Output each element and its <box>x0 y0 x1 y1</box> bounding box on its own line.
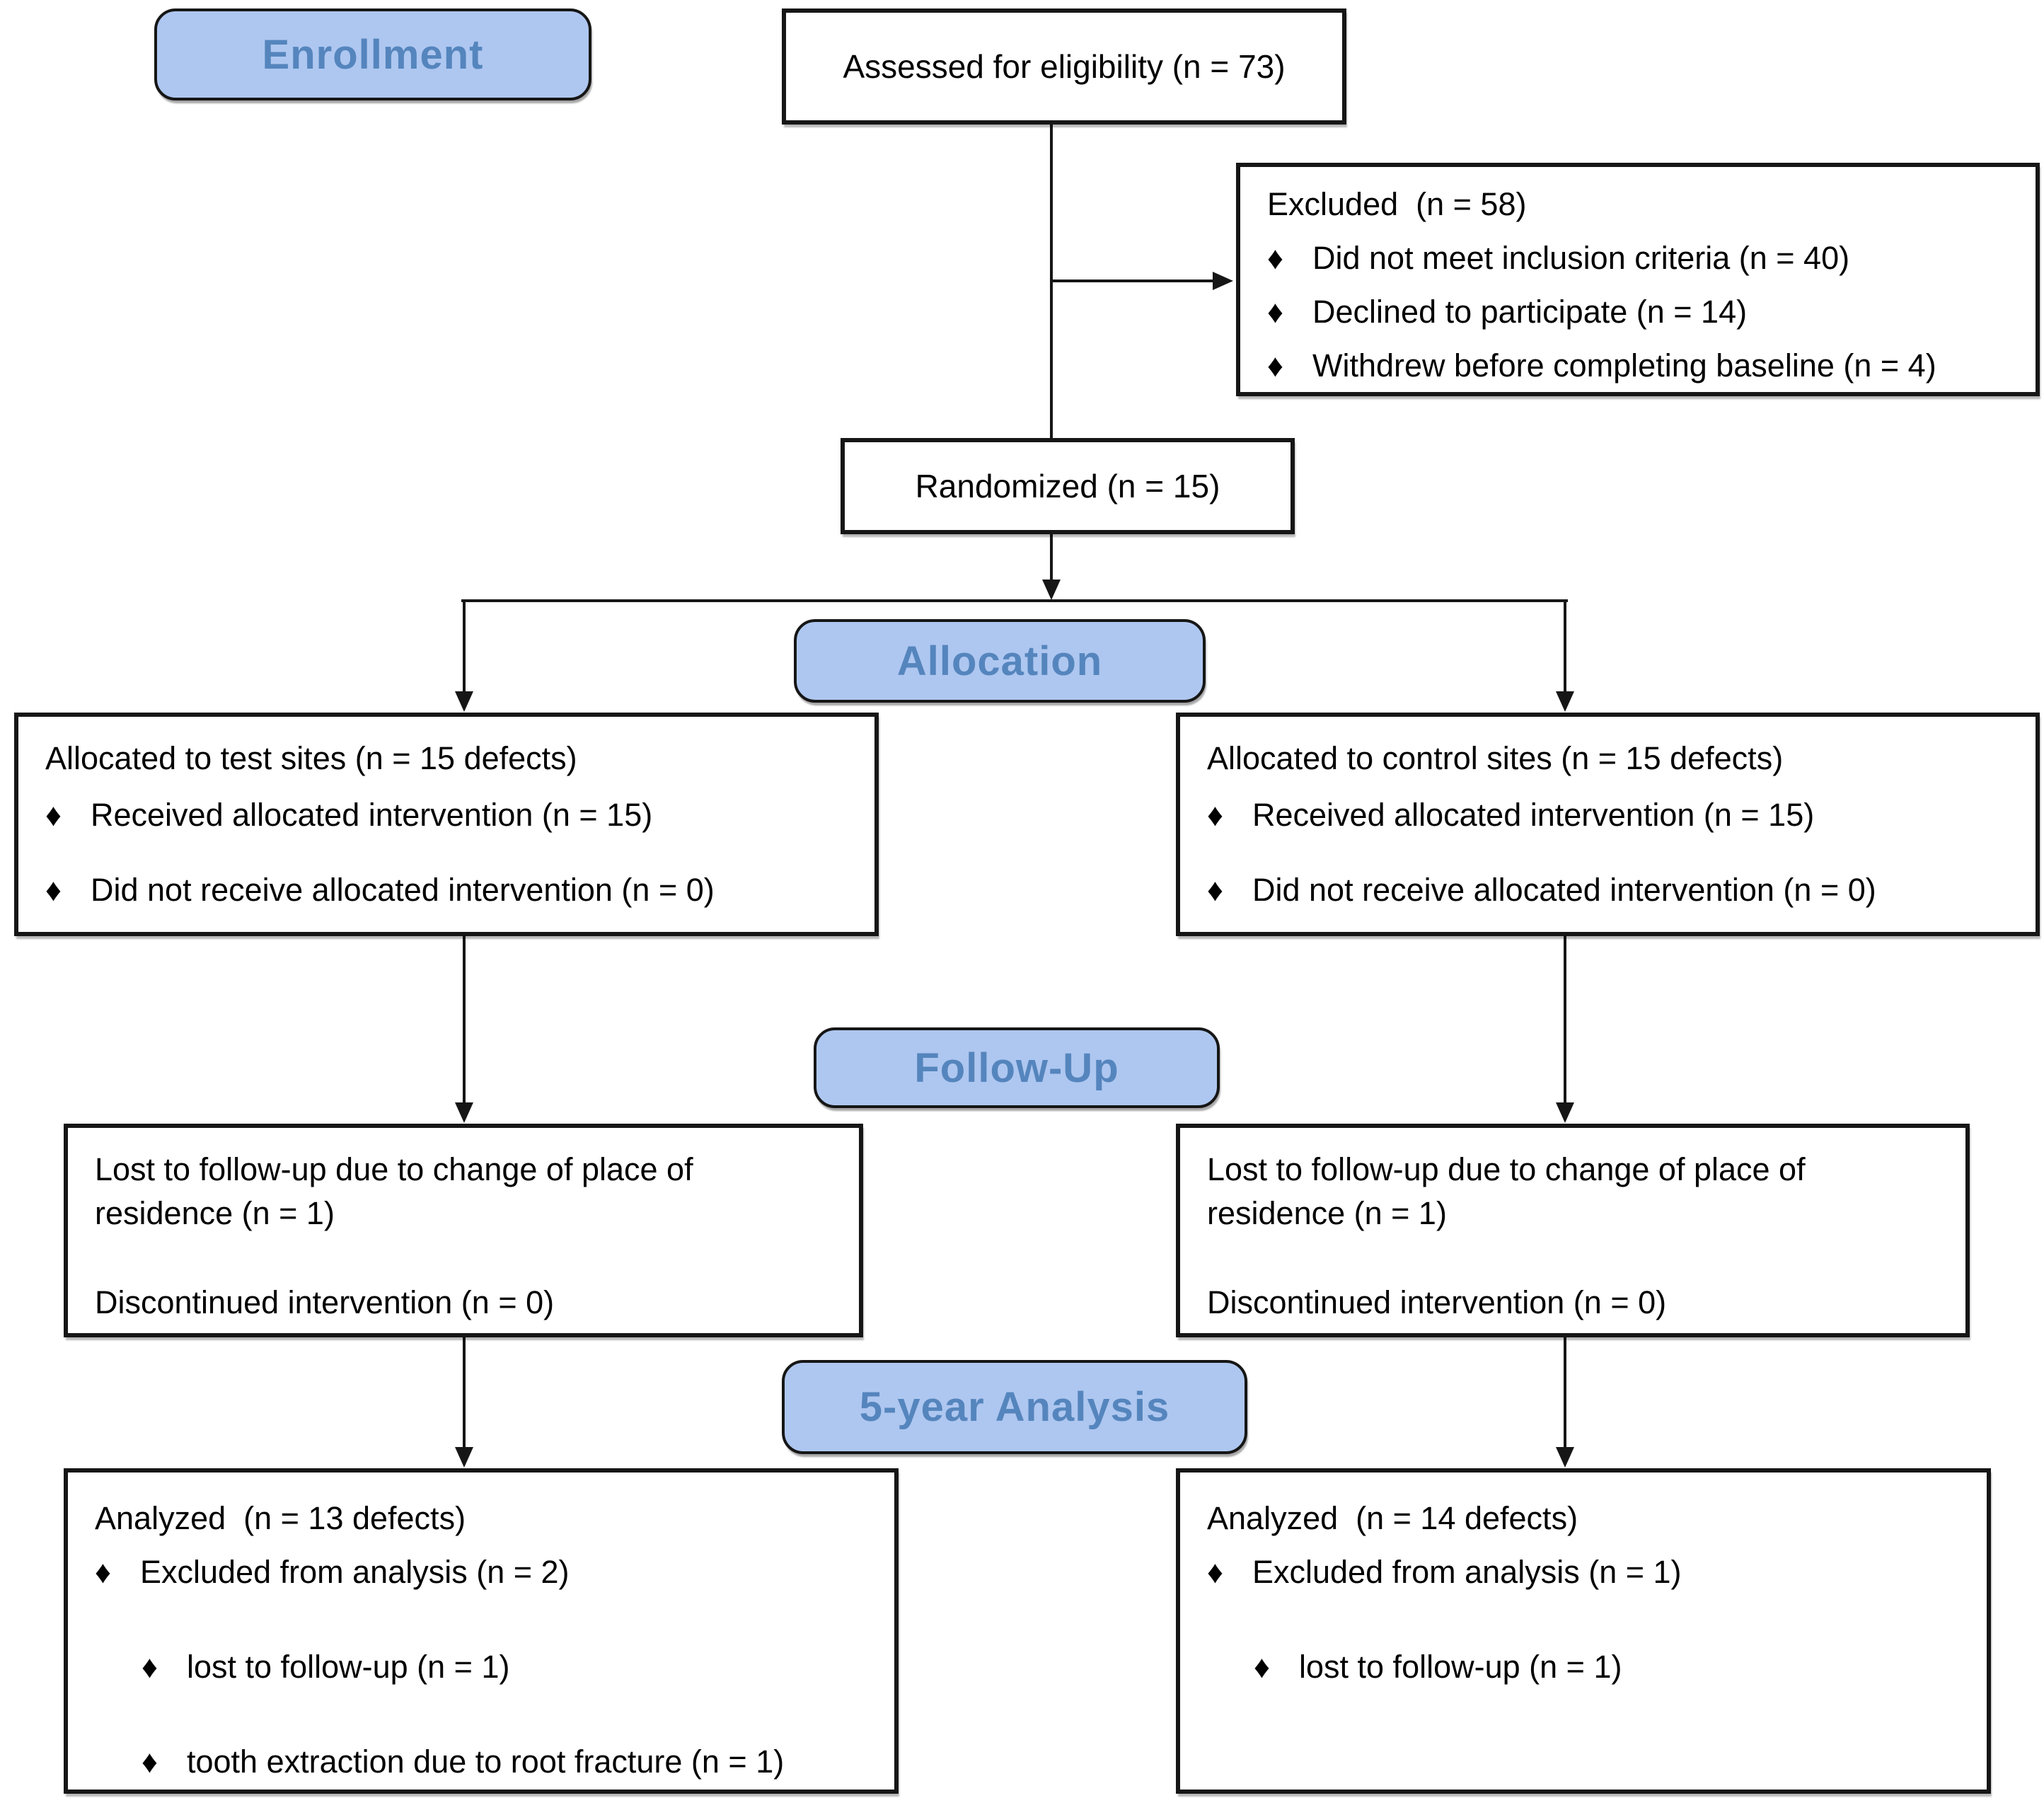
followup-test-lost: Lost to follow-up due to change of place… <box>95 1151 693 1232</box>
box-allocated-control: Allocated to control sites (n = 15 defec… <box>1176 713 2040 936</box>
analyzed-test-bullet-row: ♦ Excluded from analysis (n = 2) <box>95 1550 867 1594</box>
connector-split-to-alloc-test <box>463 602 466 693</box>
alloc-control-bullet-row: ♦ Did not receive allocated intervention… <box>1207 868 2009 912</box>
connector-randomized-to-split <box>1050 534 1053 581</box>
alloc-control-bullet: Received allocated intervention (n = 15) <box>1252 797 1815 834</box>
analyzed-test-sub-bullet-row: ♦ tooth extraction due to root fracture … <box>142 1740 867 1784</box>
arrowhead-right-icon <box>1213 272 1233 290</box>
alloc-test-title: Allocated to test sites (n = 15 defects) <box>45 740 577 776</box>
analyzed-test-sub-reason: tooth extraction due to root fracture (n… <box>187 1744 785 1780</box>
analyzed-control-excluded: Excluded from analysis (n = 1) <box>1252 1554 1682 1591</box>
arrowhead-down-icon <box>1042 580 1061 600</box>
bullet-diamond-icon: ♦ <box>1207 872 1223 909</box>
assessed-text: Assessed for eligibility (n = 73) <box>843 48 1286 85</box>
analyzed-control-title: Analyzed (n = 14 defects) <box>1207 1500 1578 1536</box>
connector-alloc-to-followup-test <box>463 936 466 1104</box>
stage-analysis-label: 5-year Analysis <box>782 1360 1247 1454</box>
bullet-diamond-icon: ♦ <box>1267 294 1283 330</box>
stage-enrollment-label: Enrollment <box>154 8 591 100</box>
followup-control-discontinued: Discontinued intervention (n = 0) <box>1207 1284 1667 1321</box>
alloc-control-bullet: Did not receive allocated intervention (… <box>1252 872 1876 909</box>
bullet-diamond-icon: ♦ <box>45 797 62 834</box>
analyzed-test-title: Analyzed (n = 13 defects) <box>95 1500 466 1536</box>
connector-split-to-alloc-control <box>1564 602 1566 693</box>
arrowhead-down-icon <box>455 1102 473 1123</box>
stage-enrollment-text: Enrollment <box>262 31 484 78</box>
box-assessed-eligibility: Assessed for eligibility (n = 73) <box>782 8 1346 125</box>
excluded-reason-row: ♦ Declined to participate (n = 14) <box>1267 290 2009 334</box>
bullet-diamond-icon: ♦ <box>1267 240 1283 277</box>
excluded-reason: Did not meet inclusion criteria (n = 40) <box>1312 240 1850 277</box>
connector-split-line <box>461 599 1568 602</box>
connector-alloc-to-followup-control <box>1564 936 1566 1104</box>
excluded-reason-row: ♦ Did not meet inclusion criteria (n = 4… <box>1267 236 2009 280</box>
bullet-diamond-icon: ♦ <box>45 872 62 909</box>
analyzed-control-bullet-row: ♦ Excluded from analysis (n = 1) <box>1207 1550 1960 1594</box>
connector-branch-to-excluded <box>1051 280 1214 282</box>
excluded-reason-row: ♦ Withdrew before completing baseline (n… <box>1267 344 2009 388</box>
excluded-reason: Declined to participate (n = 14) <box>1312 294 1748 330</box>
bullet-diamond-icon: ♦ <box>142 1744 158 1780</box>
analyzed-test-excluded: Excluded from analysis (n = 2) <box>140 1554 570 1591</box>
bullet-diamond-icon: ♦ <box>142 1649 158 1685</box>
box-excluded: Excluded (n = 58) ♦ Did not meet inclusi… <box>1236 163 2040 396</box>
bullet-diamond-icon: ♦ <box>1207 797 1223 834</box>
stage-allocation-text: Allocation <box>896 638 1103 684</box>
box-followup-control: Lost to follow-up due to change of place… <box>1176 1124 1970 1337</box>
box-randomized: Randomized (n = 15) <box>841 438 1295 534</box>
alloc-test-bullet: Did not receive allocated intervention (… <box>91 872 715 909</box>
arrowhead-down-icon <box>455 691 473 712</box>
excluded-title: Excluded (n = 58) <box>1267 186 1527 222</box>
followup-control-lost: Lost to follow-up due to change of place… <box>1207 1151 1806 1232</box>
arrowhead-down-icon <box>1556 1447 1574 1468</box>
box-followup-test: Lost to follow-up due to change of place… <box>64 1124 863 1337</box>
arrowhead-down-icon <box>1556 691 1574 712</box>
stage-followup-text: Follow-Up <box>914 1044 1119 1091</box>
connector-followup-to-analyzed-control <box>1564 1337 1566 1448</box>
box-allocated-test: Allocated to test sites (n = 15 defects)… <box>14 713 879 936</box>
excluded-reason: Withdrew before completing baseline (n =… <box>1312 347 1936 384</box>
analyzed-control-sub-bullet-row: ♦ lost to follow-up (n = 1) <box>1254 1645 1960 1689</box>
bullet-diamond-icon: ♦ <box>1267 347 1283 384</box>
alloc-test-bullet-row: ♦ Received allocated intervention (n = 1… <box>45 793 848 837</box>
box-analyzed-control: Analyzed (n = 14 defects) ♦ Excluded fro… <box>1176 1468 1991 1794</box>
box-analyzed-test: Analyzed (n = 13 defects) ♦ Excluded fro… <box>64 1468 899 1794</box>
connector-followup-to-analyzed-test <box>463 1337 466 1448</box>
analyzed-test-sub-bullet-row: ♦ lost to follow-up (n = 1) <box>142 1645 867 1689</box>
analyzed-test-sub-reason: lost to follow-up (n = 1) <box>187 1649 510 1685</box>
stage-analysis-text: 5-year Analysis <box>859 1384 1170 1430</box>
stage-followup-label: Follow-Up <box>814 1027 1220 1108</box>
alloc-test-bullet: Received allocated intervention (n = 15) <box>91 797 653 834</box>
alloc-control-title: Allocated to control sites (n = 15 defec… <box>1207 740 1784 776</box>
stage-allocation-label: Allocation <box>794 619 1206 703</box>
arrowhead-down-icon <box>455 1447 473 1468</box>
alloc-test-bullet-row: ♦ Did not receive allocated intervention… <box>45 868 848 912</box>
followup-test-discontinued: Discontinued intervention (n = 0) <box>95 1284 555 1321</box>
arrowhead-down-icon <box>1556 1102 1574 1123</box>
bullet-diamond-icon: ♦ <box>1254 1649 1270 1685</box>
bullet-diamond-icon: ♦ <box>95 1554 111 1591</box>
randomized-text: Randomized (n = 15) <box>915 468 1220 505</box>
bullet-diamond-icon: ♦ <box>1207 1554 1223 1591</box>
alloc-control-bullet-row: ♦ Received allocated intervention (n = 1… <box>1207 793 2009 837</box>
analyzed-control-sub-reason: lost to follow-up (n = 1) <box>1299 1649 1622 1685</box>
